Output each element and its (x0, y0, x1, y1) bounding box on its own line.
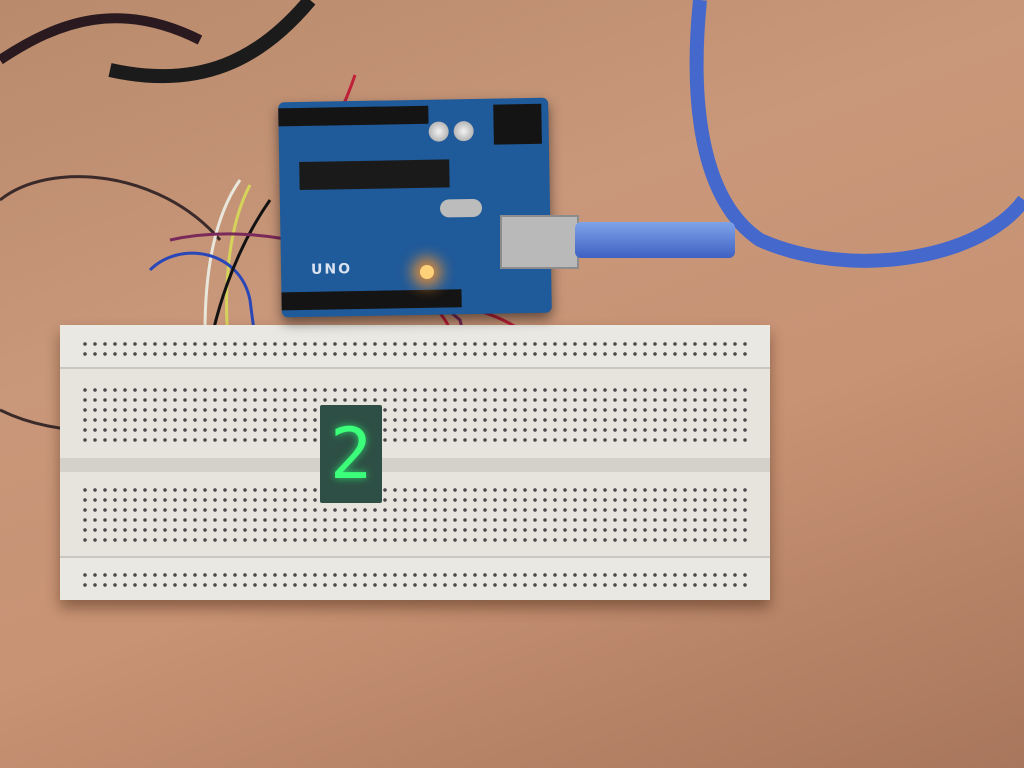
wire-dark-left (0, 175, 222, 241)
display-digit: 2 (329, 413, 373, 495)
arduino-board: UNO (278, 97, 552, 318)
usb-cable (575, 222, 735, 258)
terminal-holes-lower (80, 485, 750, 545)
power-jack (493, 103, 542, 145)
breadboard (60, 325, 770, 600)
rail-holes (80, 570, 750, 590)
capacitor (428, 121, 449, 142)
status-led (420, 265, 434, 279)
center-channel (60, 458, 770, 472)
power-rail-bottom (60, 556, 770, 600)
rail-holes (80, 339, 750, 359)
crystal-oscillator (439, 198, 483, 218)
pin-header-top (278, 105, 429, 127)
seven-segment-display: 2 (320, 405, 382, 503)
black-cable-top (108, 0, 316, 84)
power-rail-top (60, 325, 770, 369)
microcontroller-chip (299, 159, 450, 191)
pin-header-bottom (281, 289, 462, 311)
usb-connector (500, 215, 579, 269)
usb-cable-loop (689, 0, 1024, 268)
board-label: UNO (310, 261, 353, 278)
black-power-cable (0, 13, 203, 65)
terminal-holes-upper (80, 385, 750, 445)
capacitor (453, 120, 474, 142)
